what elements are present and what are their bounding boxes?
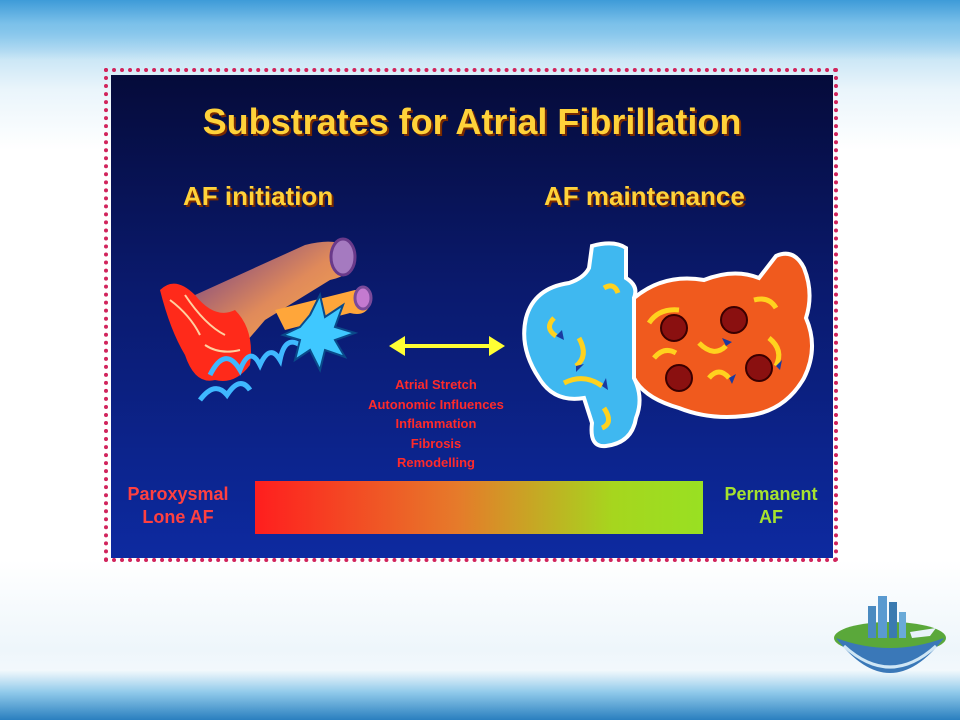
- factor-item: Fibrosis: [410, 435, 462, 451]
- double-arrow-icon: [389, 336, 505, 356]
- factors-list: Atrial Stretch Autonomic Influences Infl…: [341, 375, 531, 473]
- globe-city-logo: [834, 596, 946, 673]
- af-maintenance-heading: AF maintenance: [544, 181, 745, 211]
- factor-item: Inflammation: [395, 416, 477, 431]
- pulmonary-vein-illustration: [160, 237, 373, 402]
- factor-item: Autonomic Influences: [368, 396, 504, 412]
- factor-item: Remodelling: [396, 455, 475, 470]
- slide-frame: [104, 68, 838, 562]
- af-initiation-heading: AF initiation: [183, 181, 334, 211]
- header-band: [0, 0, 960, 60]
- heart-atria-illustration: [522, 241, 815, 449]
- progression-bar: [255, 481, 703, 534]
- factor-item: Atrial Stretch: [395, 377, 477, 392]
- diagram-panel: Substrates for Atrial Fibrillation AF in…: [111, 75, 833, 558]
- footer-band: [0, 670, 960, 720]
- diagram-title: Substrates for Atrial Fibrillation: [202, 101, 742, 142]
